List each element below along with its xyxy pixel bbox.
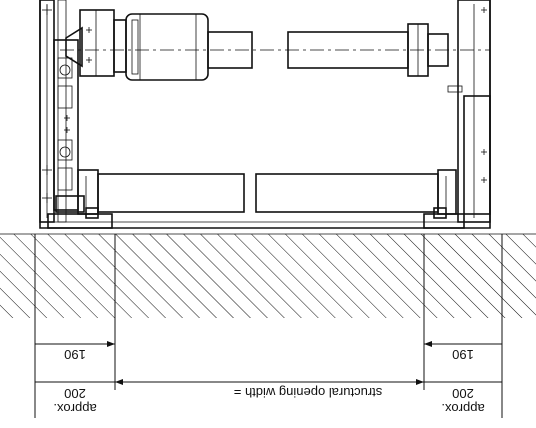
dimension-extension-lines [34, 234, 503, 418]
right-column [447, 0, 491, 223]
dim-190-left: 190 [35, 341, 115, 362]
dim-200-right: 200 approx. [441, 386, 484, 416]
dim-200-left-label: 200 [64, 386, 86, 401]
dim-200-right-label: 200 [452, 386, 474, 401]
dim-190-right: 190 [424, 341, 502, 362]
structural-opening-label: structural opening width = [234, 385, 383, 400]
dim-190-left-label: 190 [64, 347, 86, 362]
dim-190-right-label: 190 [452, 347, 474, 362]
left-column [39, 0, 85, 223]
left-drive-motor [65, 9, 209, 81]
dim-opening-width: structural opening width = [35, 379, 502, 400]
approx-left-label: approx. [53, 401, 96, 416]
lower-beam [77, 169, 457, 215]
ground-section [0, 233, 536, 318]
foundation-outline [39, 0, 491, 229]
approx-right-label: approx. [441, 401, 484, 416]
dim-200-left: 200 approx. [53, 386, 96, 416]
upper-tube-left [207, 31, 253, 69]
base-plates [47, 207, 465, 229]
